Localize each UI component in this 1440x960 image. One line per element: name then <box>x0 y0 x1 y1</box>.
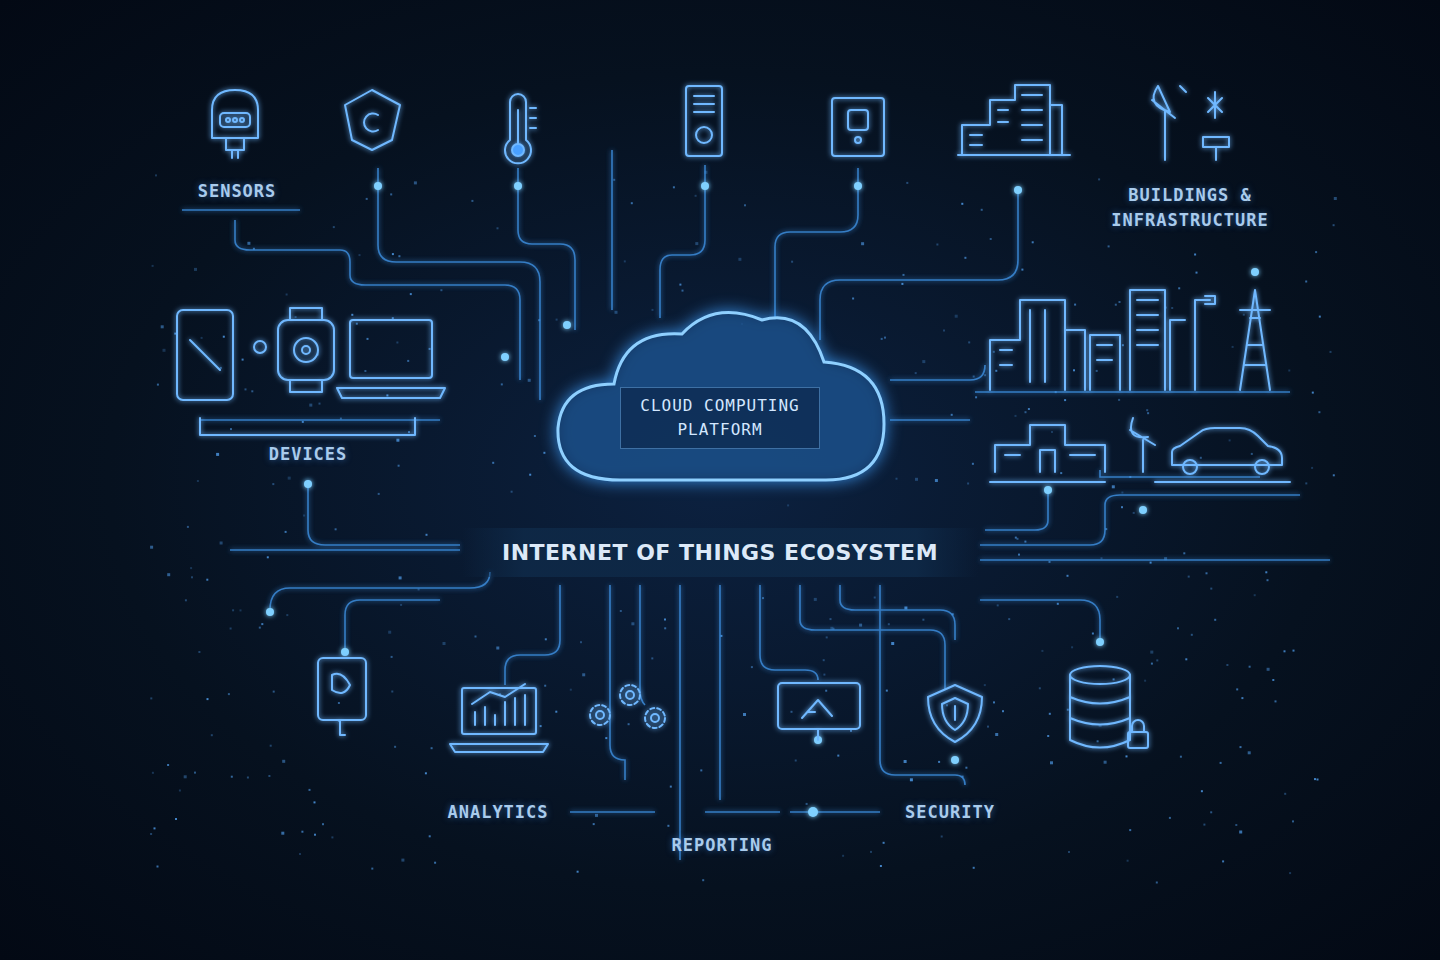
group-label: SENSORS <box>198 181 277 201</box>
group-label: REPORTING <box>671 835 772 855</box>
group-label: DEVICES <box>269 444 348 464</box>
title-band: INTERNET OF THINGS ECOSYSTEM <box>462 528 978 577</box>
group-label: SECURITY <box>905 802 995 822</box>
group-label: ANALYTICS <box>447 802 548 822</box>
group-label: BUILDINGS & INFRASTRUCTURE <box>1095 183 1285 234</box>
cloud-node: CLOUD COMPUTING PLATFORM <box>548 300 892 490</box>
cloud-label: CLOUD COMPUTING PLATFORM <box>620 387 820 449</box>
